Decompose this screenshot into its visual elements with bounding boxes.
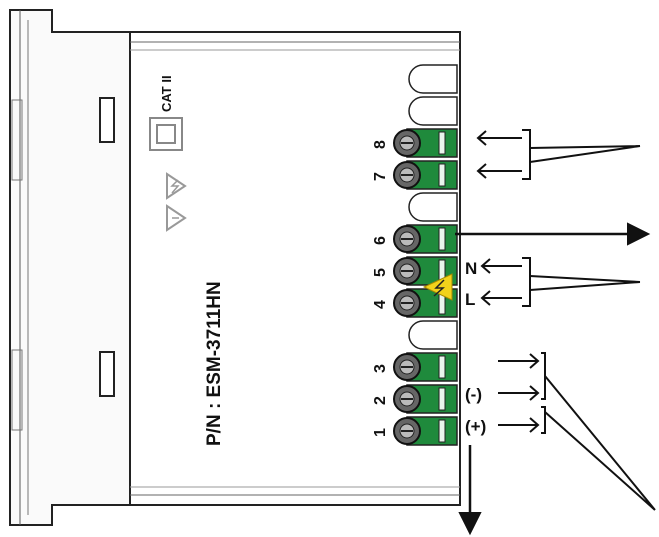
latch-slot-bottom	[99, 351, 115, 397]
terminal-6: 6	[372, 224, 458, 254]
bracket-7-8	[522, 129, 531, 180]
arrow-down	[458, 445, 482, 536]
terminal-number: 2	[372, 396, 389, 405]
bracket-2-1	[541, 406, 546, 434]
part-number-label: P/N : ESM-3711HN	[204, 281, 225, 446]
arrow-terminal-6-output	[455, 222, 651, 246]
leader-7-8	[529, 145, 641, 163]
cat-ii-mark: CAT II	[159, 75, 174, 112]
bracket-3-2	[541, 352, 546, 400]
warning-triangle-icon	[166, 204, 187, 232]
wiring-arrows	[455, 129, 656, 536]
arrow-negative	[498, 385, 540, 401]
double-insulation-icon	[149, 117, 183, 151]
arrow-neutral	[480, 258, 522, 274]
arrow-positive	[498, 417, 540, 433]
bracket-n-l	[522, 257, 531, 307]
empty-terminal-slot	[408, 320, 458, 350]
terminal-number: 4	[372, 300, 389, 309]
shock-hazard-icon	[422, 273, 453, 301]
terminal-1: 1	[372, 416, 458, 446]
leader-1-3	[544, 375, 656, 511]
empty-terminal-slot	[408, 192, 458, 222]
empty-terminal-slot	[408, 96, 458, 126]
arrow-terminal-3	[498, 353, 540, 369]
terminal-block: 8 7 6 5 4 3 2 1	[372, 64, 458, 446]
leader-n-l	[529, 275, 641, 291]
terminal-number: 7	[372, 172, 389, 181]
line-label: L	[465, 290, 475, 309]
terminal-number: 8	[372, 140, 389, 149]
terminal-number: 6	[372, 236, 389, 245]
empty-terminal-slot	[408, 64, 458, 94]
negative-label: (-)	[465, 385, 482, 404]
terminal-4: 4	[372, 288, 458, 318]
terminal-5: 5	[372, 256, 458, 286]
high-voltage-icon	[166, 172, 187, 200]
arrow-terminal-7	[476, 163, 522, 179]
positive-label: (+)	[465, 417, 486, 436]
terminal-number: 3	[372, 364, 389, 373]
neutral-label: N	[465, 259, 477, 278]
device-bezel	[9, 9, 131, 526]
terminal-number: 1	[372, 428, 389, 437]
arrow-line	[480, 290, 522, 306]
terminal-2: 2	[372, 384, 458, 414]
latch-slot-top	[99, 97, 115, 143]
terminal-8: 8	[372, 128, 458, 158]
terminal-3: 3	[372, 352, 458, 382]
terminal-7: 7	[372, 160, 458, 190]
terminal-number: 5	[372, 268, 389, 277]
arrow-terminal-8	[476, 130, 522, 146]
